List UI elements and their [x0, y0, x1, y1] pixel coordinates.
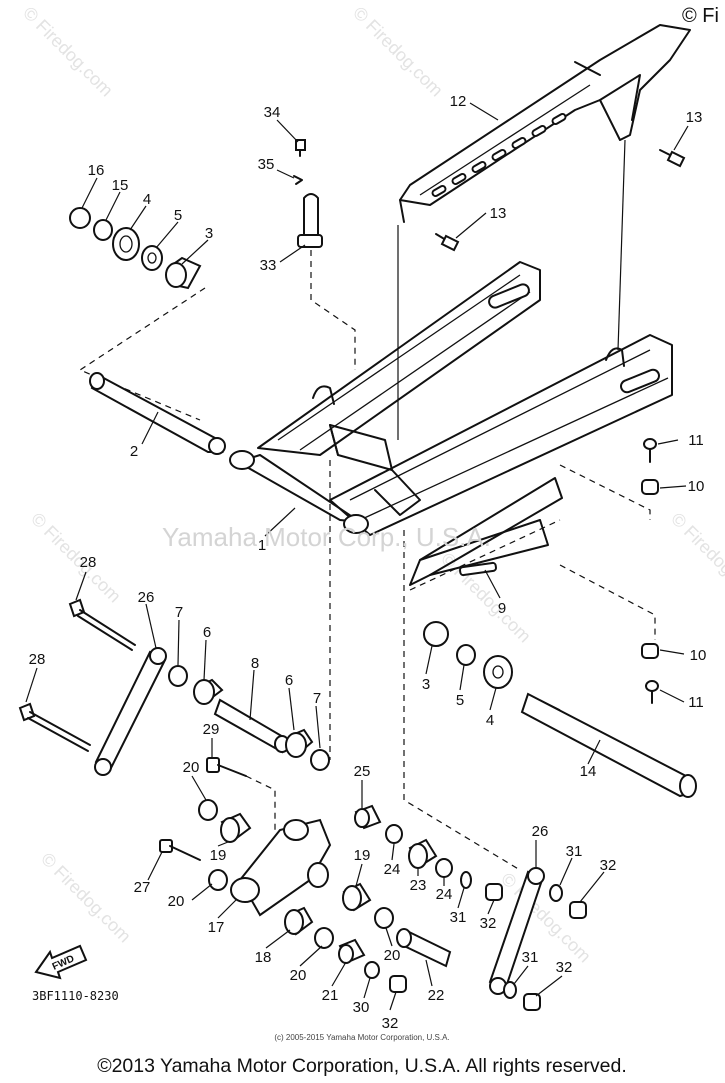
- firedog-watermark: © Firedog.com: [667, 509, 725, 607]
- right-bearing-stack: [423, 621, 513, 689]
- part-label: 27: [134, 879, 151, 896]
- firedog-watermark: © Firedog.com: [27, 509, 125, 607]
- collar-stack: [168, 460, 331, 771]
- part-label: 10: [690, 647, 707, 664]
- part-label: 11: [688, 694, 704, 711]
- part-label: 26: [138, 589, 155, 606]
- firedog-watermark: © Firedog.com: [349, 3, 447, 101]
- part-label: 31: [566, 843, 583, 860]
- part-label: 20: [168, 893, 185, 910]
- pivot-bearing-stack: [69, 207, 206, 421]
- leader-lines: [25, 102, 689, 1011]
- part-label: 31: [522, 949, 539, 966]
- part-label: 13: [490, 205, 507, 222]
- part-label: 24: [384, 861, 401, 878]
- part-label: 19: [210, 847, 227, 864]
- fwd-arrow-icon: FWD: [34, 944, 88, 980]
- chain-guard: [397, 24, 691, 440]
- part-label: 12: [450, 93, 467, 110]
- part-label: 17: [208, 919, 225, 936]
- part-label: 5: [456, 692, 464, 709]
- top-hardware: [293, 139, 686, 370]
- center-bushings: [342, 530, 521, 993]
- part-label: 28: [80, 554, 97, 571]
- part-label: 19: [354, 847, 371, 864]
- part-label: 22: [428, 987, 445, 1004]
- part-label: 30: [353, 999, 370, 1016]
- part-label: 34: [264, 104, 281, 121]
- firedog-watermark: © Firedog.com: [37, 849, 135, 947]
- part-label: 26: [532, 823, 549, 840]
- part-label: 8: [251, 655, 259, 672]
- guard-slots: [431, 113, 567, 197]
- relay-arm: [159, 757, 366, 964]
- part-label: 35: [258, 156, 275, 173]
- part-label: 10: [688, 478, 705, 495]
- part-label: 20: [290, 967, 307, 984]
- firedog-watermark: © Firedog.com: [19, 3, 117, 101]
- part-label: 21: [322, 987, 339, 1004]
- long-bolt: [520, 692, 697, 798]
- part-label: 31: [450, 909, 467, 926]
- part-label: 4: [486, 712, 494, 729]
- part-label: 6: [203, 624, 211, 641]
- part-label: 20: [183, 759, 200, 776]
- part-label: 4: [143, 191, 151, 208]
- part-label: 3: [422, 676, 430, 693]
- part-label: 9: [498, 600, 506, 617]
- part-label: 32: [556, 959, 573, 976]
- part-label: 24: [436, 886, 453, 903]
- part-label: 25: [354, 763, 371, 780]
- part-label: 3: [205, 225, 213, 242]
- part-label: 6: [285, 672, 293, 689]
- relay-arm-right: [485, 867, 587, 1011]
- part-label: 23: [410, 877, 427, 894]
- swing-arm: [229, 261, 673, 536]
- part-label: 32: [480, 915, 497, 932]
- part-label: 7: [175, 604, 183, 621]
- part-label: 1: [258, 537, 266, 554]
- part-label: 28: [29, 651, 46, 668]
- part-label: 29: [203, 721, 220, 738]
- chain-slider: [409, 477, 563, 591]
- yamaha-watermark: Yamaha Motor Corp., U.S.A.: [162, 522, 491, 552]
- copyright-notice: ©2013 Yamaha Motor Corporation, U.S.A. A…: [97, 1055, 627, 1077]
- part-label: 32: [600, 857, 617, 874]
- part-label: 18: [255, 949, 272, 966]
- part-number-labels: 34 35 33 16 15 4 5 3 12 13 13 2 1 11 10 …: [29, 93, 707, 1032]
- relay-arm-left: [18, 598, 167, 776]
- small-copyright: (c) 2005-2015 Yamaha Motor Corporation, …: [274, 1033, 449, 1042]
- part-label: 20: [384, 947, 401, 964]
- part-label: 14: [580, 763, 597, 780]
- part-label: 33: [260, 257, 277, 274]
- part-label: 15: [112, 177, 129, 194]
- part-label: 16: [88, 162, 105, 179]
- part-label: 2: [130, 443, 138, 460]
- part-label: 32: [382, 1015, 399, 1032]
- right-hardware: [559, 438, 659, 704]
- part-label: 7: [313, 690, 321, 707]
- part-label: 13: [686, 109, 703, 126]
- part-label: 5: [174, 207, 182, 224]
- corner-mark: © Fi: [682, 5, 719, 27]
- part-label: 11: [688, 432, 704, 449]
- drawing-code: 3BF1110-8230: [32, 989, 119, 1003]
